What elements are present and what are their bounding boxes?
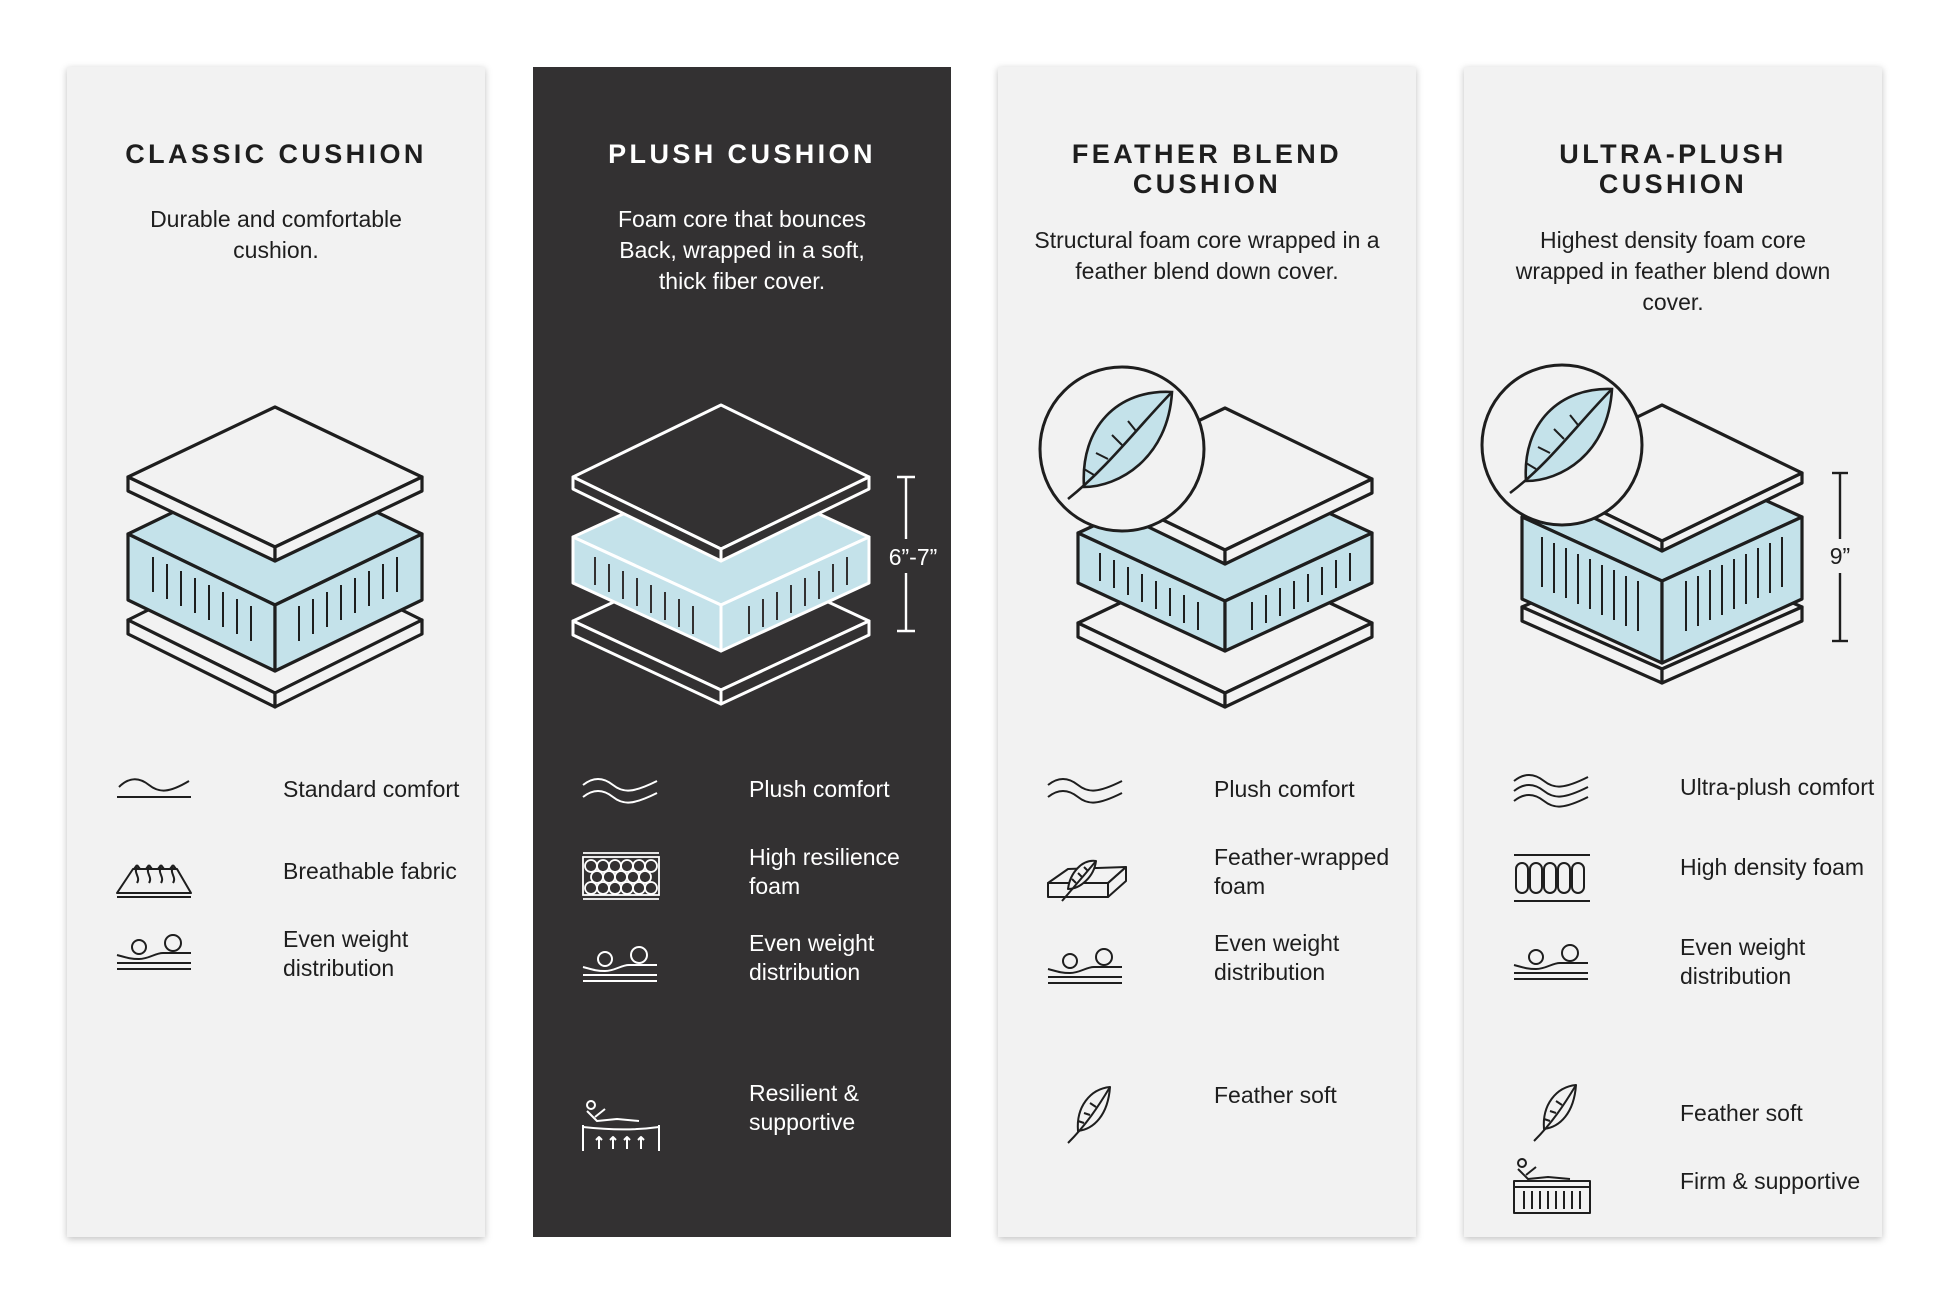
feature-feather-soft: Feather soft <box>1046 1082 1416 1155</box>
feature-label: Even weight distribution <box>1214 930 1340 985</box>
feather-wrapped-foam-icon <box>1047 859 1127 902</box>
height-label: 9” <box>1830 543 1850 569</box>
feature-plush-comfort: Plush comfort <box>1046 773 1416 843</box>
feature-even-weight: Even weight distribution <box>1512 933 1882 1003</box>
card-classic-cushion: CLASSIC CUSHION Durable and comfortable … <box>67 67 485 1237</box>
breathable-fabric-icon <box>116 864 192 898</box>
cushion-layers-illustration: 6”-7” <box>571 403 947 706</box>
cushion-layers-illustration <box>126 405 424 709</box>
feature-label: High resilience foam <box>749 844 900 899</box>
cushion-layers-illustration <box>1038 365 1374 709</box>
resilient-support-icon <box>582 1100 660 1151</box>
feature-even-weight: Even weight distribution <box>581 930 951 1005</box>
card-title: FEATHER BLEND CUSHION <box>1071 139 1343 199</box>
wave-icon <box>117 778 191 798</box>
weight-distribution-icon <box>582 946 657 982</box>
feature-label: Firm & supportive <box>1680 1168 1861 1194</box>
feature-label: Even weight distribution <box>749 930 875 985</box>
feather-badge <box>1038 365 1206 533</box>
cushion-layers-illustration: 9” <box>1480 363 1858 685</box>
double-wave-icon <box>1047 778 1123 804</box>
feature-feather-wrapped-foam: Feather-wrapped foam <box>1046 844 1416 925</box>
weight-distribution-icon <box>1513 944 1588 980</box>
feature-label: Resilient & supportive <box>749 1080 859 1135</box>
feather-badge <box>1480 363 1644 527</box>
feature-high-resilience-foam: High resilience foam <box>581 844 951 919</box>
card-description: Structural foam core wrapped in a feathe… <box>1034 227 1380 284</box>
feature-label: Plush comfort <box>1214 776 1355 802</box>
triple-wave-icon <box>1513 774 1589 808</box>
feature-standard-comfort: Standard comfort <box>115 773 485 843</box>
weight-distribution-icon <box>1047 948 1122 984</box>
foam-lines <box>1541 537 1783 631</box>
card-feather-blend-cushion: FEATHER BLEND CUSHION Structural foam co… <box>998 67 1416 1237</box>
feature-firm-supportive: Firm & supportive <box>1512 1157 1882 1227</box>
feature-ultra-plush-comfort: Ultra-plush comfort <box>1512 773 1882 843</box>
feature-label: Breathable fabric <box>283 858 457 884</box>
high-density-foam-icon <box>1514 854 1590 902</box>
card-plush-cushion: PLUSH CUSHION Foam core that bounces Bac… <box>533 67 951 1237</box>
feature-label: Ultra-plush comfort <box>1680 774 1875 800</box>
height-label: 6”-7” <box>889 544 938 570</box>
feature-label: Feather soft <box>1214 1082 1337 1108</box>
feature-label: Plush comfort <box>749 776 890 802</box>
foam-lines <box>152 557 398 641</box>
card-description: Foam core that bounces Back, wrapped in … <box>617 206 867 294</box>
feature-even-weight: Even weight distribution <box>1046 930 1416 1007</box>
foam-lines <box>594 557 848 634</box>
feature-feather-soft: Feather soft <box>1512 1083 1882 1153</box>
feature-breathable-fabric: Breathable fabric <box>115 843 485 913</box>
card-title: ULTRA-PLUSH CUSHION <box>1559 139 1787 199</box>
feather-icon <box>1533 1084 1577 1142</box>
feature-high-density-foam: High density foam <box>1512 853 1882 923</box>
feature-plush-comfort: Plush comfort <box>581 773 951 843</box>
feature-label: Even weight distribution <box>283 926 409 981</box>
foam-lines <box>1099 553 1351 630</box>
card-description: Highest density foam core wrapped in fea… <box>1515 227 1831 315</box>
feature-label: Standard comfort <box>283 776 460 802</box>
weight-distribution-icon <box>116 934 191 970</box>
feature-label: Even weight distribution <box>1680 934 1806 989</box>
feature-label: High density foam <box>1680 854 1865 880</box>
feature-resilient-supportive: Resilient & supportive <box>581 1080 951 1165</box>
honeycomb-foam-icon <box>582 852 660 900</box>
firm-support-icon <box>1513 1158 1591 1214</box>
card-description: Durable and comfortable cushion. <box>150 206 402 263</box>
card-title: PLUSH CUSHION <box>608 139 876 169</box>
feature-label: Feather soft <box>1680 1100 1803 1126</box>
card-title: CLASSIC CUSHION <box>125 139 427 169</box>
card-ultra-plush-cushion: ULTRA-PLUSH CUSHION Highest density foam… <box>1464 67 1882 1237</box>
feature-even-weight: Even weight distribution <box>115 923 485 993</box>
double-wave-icon <box>582 778 658 804</box>
feather-icon <box>1067 1086 1111 1144</box>
feature-label: Feather-wrapped foam <box>1214 844 1390 899</box>
